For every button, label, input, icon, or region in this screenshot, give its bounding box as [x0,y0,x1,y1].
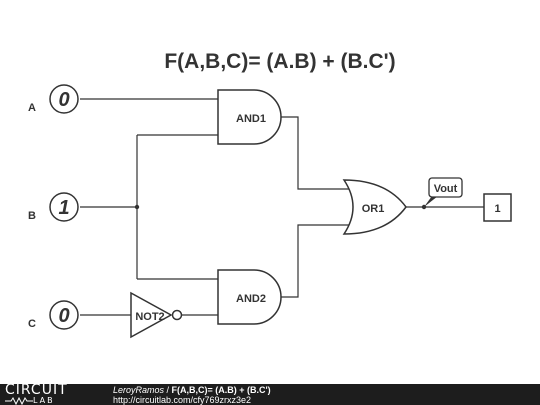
input-c-value: 0 [58,305,69,327]
or1-gate[interactable]: OR1 [342,179,407,235]
diagram-title: F(A,B,C)= (A.B) + (B.C') [164,50,395,73]
author-link[interactable]: LeroyRamos [113,385,165,395]
junction-dot [134,204,140,210]
and1-gate-body[interactable] [217,89,282,145]
not2-gate-body[interactable] [130,291,173,339]
and2-label: AND2 [236,293,266,305]
or1-gate-body[interactable] [342,179,407,235]
and2-gate[interactable]: AND2 [217,269,282,325]
and2-gate-body[interactable] [217,269,282,325]
vout-probe[interactable]: Vout [421,177,463,210]
input-b-circle[interactable] [49,192,79,222]
input-b-label: B [28,210,36,222]
or1-label: OR1 [362,203,385,215]
input-b-value: 1 [58,197,69,219]
wire-and1-or1 [281,116,350,190]
credit-separator: / [164,385,172,395]
input-b[interactable]: 1 [49,192,79,222]
circuit-title-link[interactable]: F(A,B,C)= (A.B) + (B.C') [171,385,271,395]
circuit-diagram: F(A,B,C)= (A.B) + (B.C') 0 A 1 B [28,50,512,339]
input-a-circle[interactable] [49,84,79,114]
resistor-icon [5,397,33,405]
circuitlab-logo[interactable]: CIRCUIT LAB [5,382,105,405]
input-c[interactable]: 0 [49,300,79,330]
output-display[interactable]: 1 [483,193,512,222]
output-value: 1 [494,203,500,215]
logo-text-circuit: CIRCUIT [5,382,68,398]
vout-pointer [424,196,438,207]
input-a[interactable]: 0 [49,84,79,114]
not2-bubble [171,309,183,321]
logo-text-lab: LAB [33,396,55,405]
and1-label: AND1 [236,113,266,125]
vout-label: Vout [434,183,458,195]
input-c-circle[interactable] [49,300,79,330]
input-a-value: 0 [58,89,69,111]
not2-gate[interactable]: NOT2 [130,291,183,339]
footer-credits: LeroyRamos / F(A,B,C)= (A.B) + (B.C') [113,385,271,395]
vout-tag[interactable] [428,177,463,198]
footer-bar: CIRCUIT LAB LeroyRamos / F(A,B,C)= (A.B)… [0,382,540,405]
input-a-label: A [28,102,36,114]
circuit-url[interactable]: http://circuitlab.com/cfy769zrxz3e2 [113,395,252,405]
input-c-label: C [28,318,36,330]
and1-gate[interactable]: AND1 [217,89,282,145]
wire-and2-or1 [281,224,350,298]
not2-label: NOT2 [135,311,164,323]
output-box[interactable] [483,193,512,222]
